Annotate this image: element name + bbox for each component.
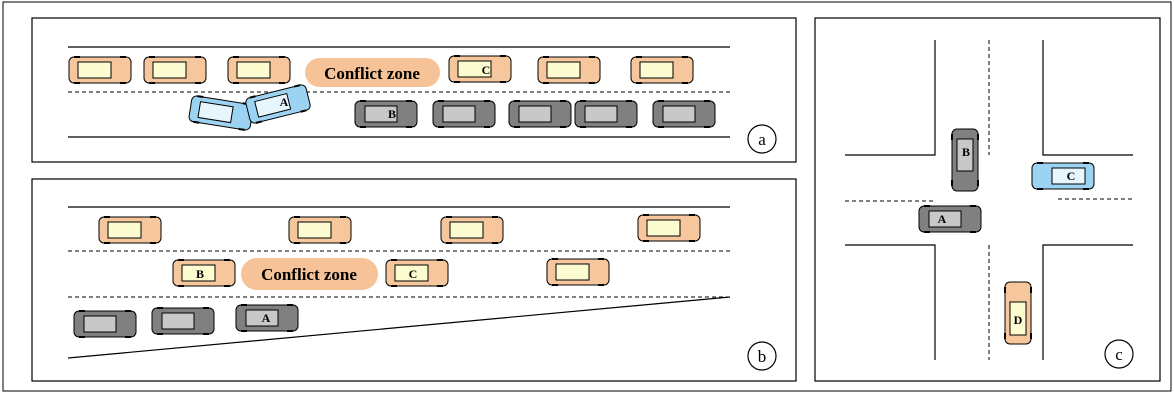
panel-a: Conflict zone C A B a <box>31 17 797 163</box>
panel-a-frame <box>31 17 797 163</box>
car-orange <box>440 216 504 244</box>
vehicle-label-c: C <box>409 267 418 281</box>
merge-taper-edge <box>67 296 731 359</box>
car-orange <box>546 258 610 286</box>
vehicle-label-c: C <box>1067 169 1076 183</box>
car-orange <box>68 56 132 84</box>
panel-c: B C A D c <box>814 17 1161 382</box>
panel-label-c: c <box>1115 345 1123 364</box>
conflict-zone <box>305 58 440 87</box>
panel-label-circle <box>1104 339 1134 369</box>
vehicle-label-a: A <box>938 212 947 226</box>
car-gray <box>574 100 638 128</box>
road-corner <box>1042 244 1133 360</box>
road-corner <box>845 40 936 156</box>
car-blue-c <box>1031 162 1095 190</box>
car-gray <box>151 307 215 335</box>
panel-label-b: b <box>758 347 767 366</box>
vehicle-label-a: A <box>262 311 271 325</box>
car-gray <box>508 100 572 128</box>
car-gray <box>652 100 716 128</box>
car-orange <box>288 216 352 244</box>
conflict-zone <box>241 258 378 290</box>
vehicle-label-d: D <box>1014 313 1023 327</box>
road-corner <box>845 244 936 360</box>
vehicle-label-b: B <box>388 107 396 121</box>
car-gray-b <box>354 100 418 128</box>
vehicle-label-a: A <box>280 95 289 109</box>
panel-label-circle <box>747 124 777 154</box>
road-corner <box>1042 40 1133 156</box>
car-orange <box>630 56 694 84</box>
vehicle-label-b: B <box>196 267 204 281</box>
car-orange-c <box>448 55 512 83</box>
vehicle-label-b: B <box>962 145 970 159</box>
conflict-zone-label: Conflict zone <box>261 265 357 284</box>
car-gray-b <box>951 128 979 192</box>
car-orange <box>537 56 601 84</box>
panel-b: B Conflict zone C A b <box>31 178 797 382</box>
vehicle-label-c: C <box>482 63 491 77</box>
car-orange <box>143 56 207 84</box>
car-orange <box>227 56 291 84</box>
car-orange <box>637 214 701 242</box>
car-orange <box>98 216 162 244</box>
car-gray <box>73 310 137 338</box>
car-gray-a <box>918 205 982 233</box>
panel-label-a: a <box>758 130 766 149</box>
panel-label-circle <box>747 341 777 371</box>
car-gray <box>432 100 496 128</box>
conflict-zone-label: Conflict zone <box>324 64 420 83</box>
